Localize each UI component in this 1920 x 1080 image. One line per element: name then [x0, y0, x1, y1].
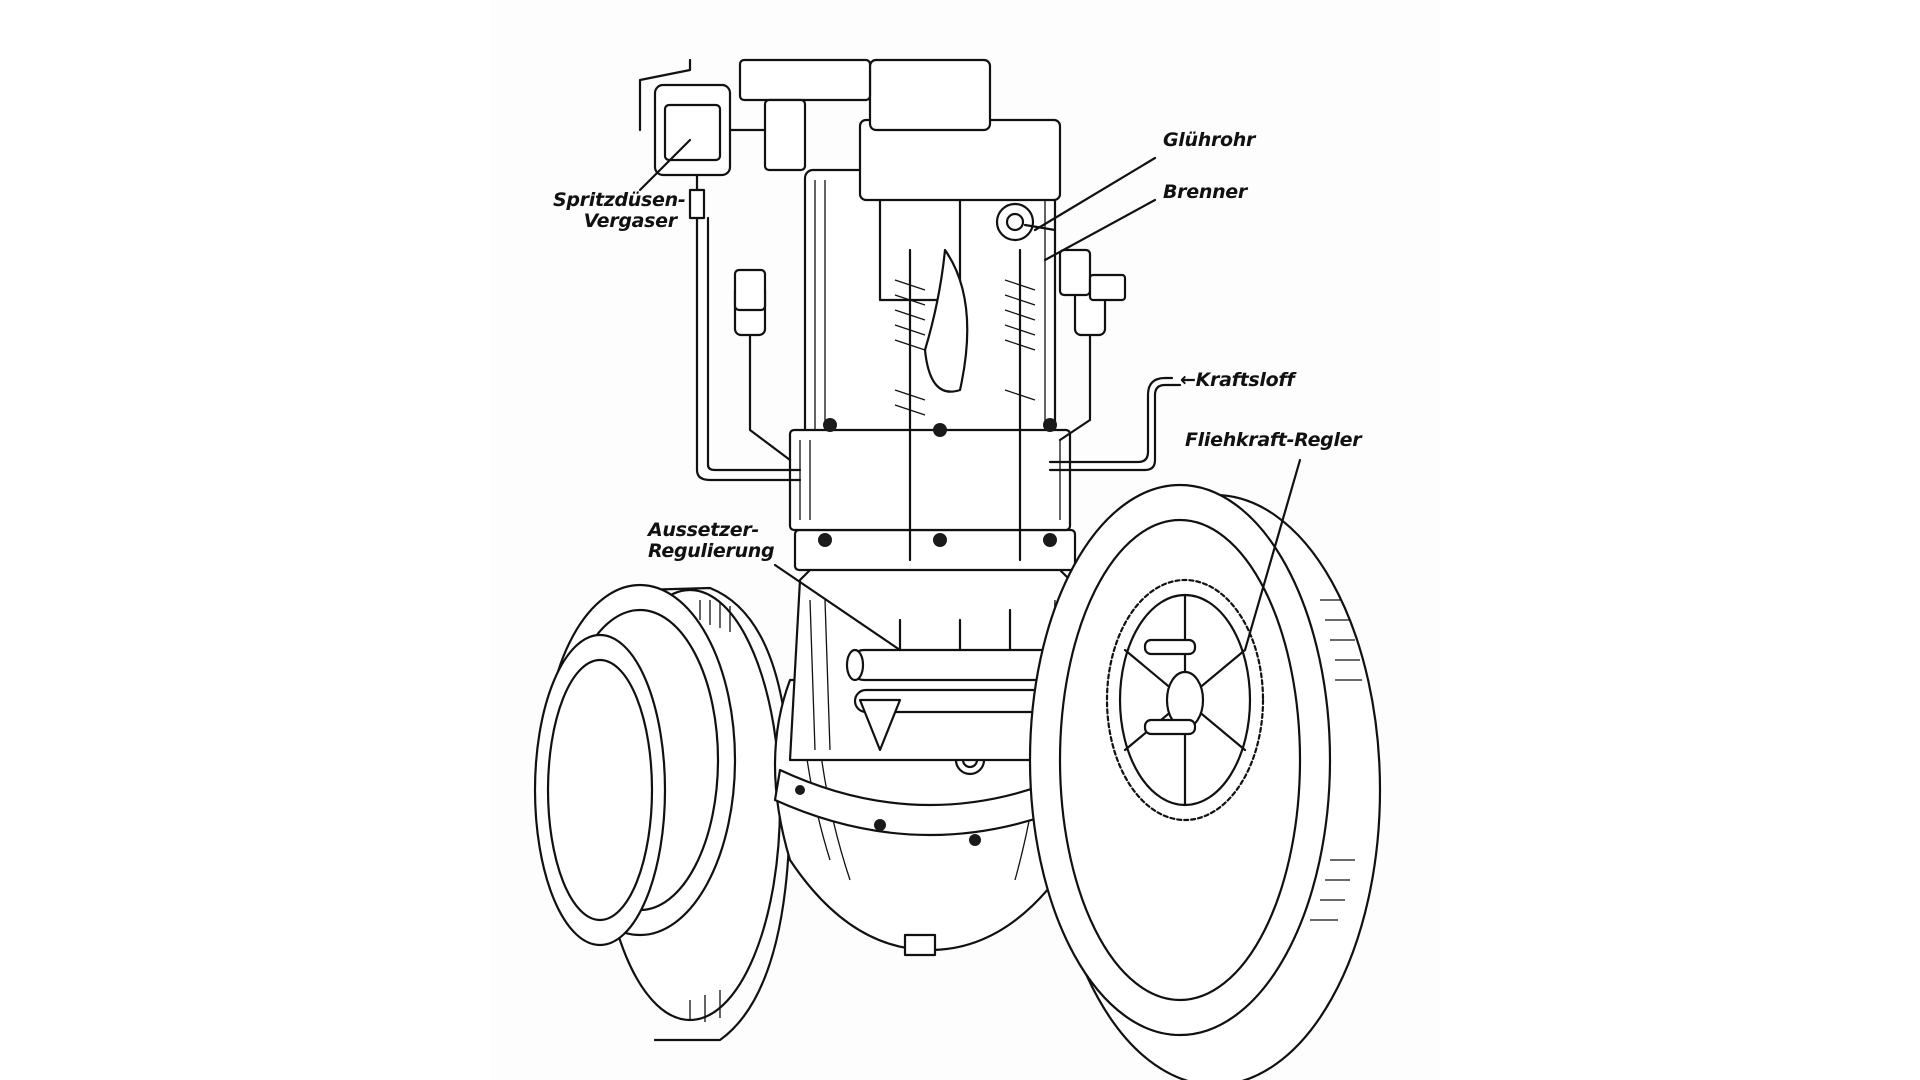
cylinder-head — [738, 58, 1062, 242]
governor-gear — [1105, 578, 1265, 822]
fuel-line — [1048, 376, 1182, 472]
label-aussetzer-regulierung: Aussetzer- Regulierung — [648, 519, 775, 562]
label-gluehrohr: Glührohr — [1163, 129, 1256, 151]
label-line: Spritzdüsen- — [553, 189, 686, 211]
leader-fliehkraft — [1243, 458, 1302, 652]
label-line: Aussetzer- — [648, 519, 760, 541]
arrow-left-icon: ← — [1180, 369, 1196, 391]
label-brenner: Brenner — [1163, 181, 1247, 203]
cylinder — [788, 168, 1072, 562]
leader-brenner — [1043, 198, 1157, 262]
lubricators — [733, 248, 1127, 462]
leader-aussetzer — [773, 563, 902, 652]
label-text: Kraftsloff — [1195, 369, 1295, 391]
leader-lines — [638, 138, 1302, 652]
label-spritzduesen-vergaser: Spritzdüsen- Vergaser — [553, 189, 686, 232]
label-line: Vergaser — [583, 210, 677, 232]
label-fliehkraft-regler: Fliehkraft-Regler — [1185, 429, 1362, 451]
carburettor — [638, 58, 807, 482]
leader-gluehrohr — [1033, 156, 1157, 232]
label-kraftstoff: ←Kraftsloff — [1180, 369, 1295, 391]
leader-spritzduesen — [638, 138, 692, 192]
label-line: Regulierung — [648, 540, 775, 562]
left-pulley — [533, 583, 792, 1042]
